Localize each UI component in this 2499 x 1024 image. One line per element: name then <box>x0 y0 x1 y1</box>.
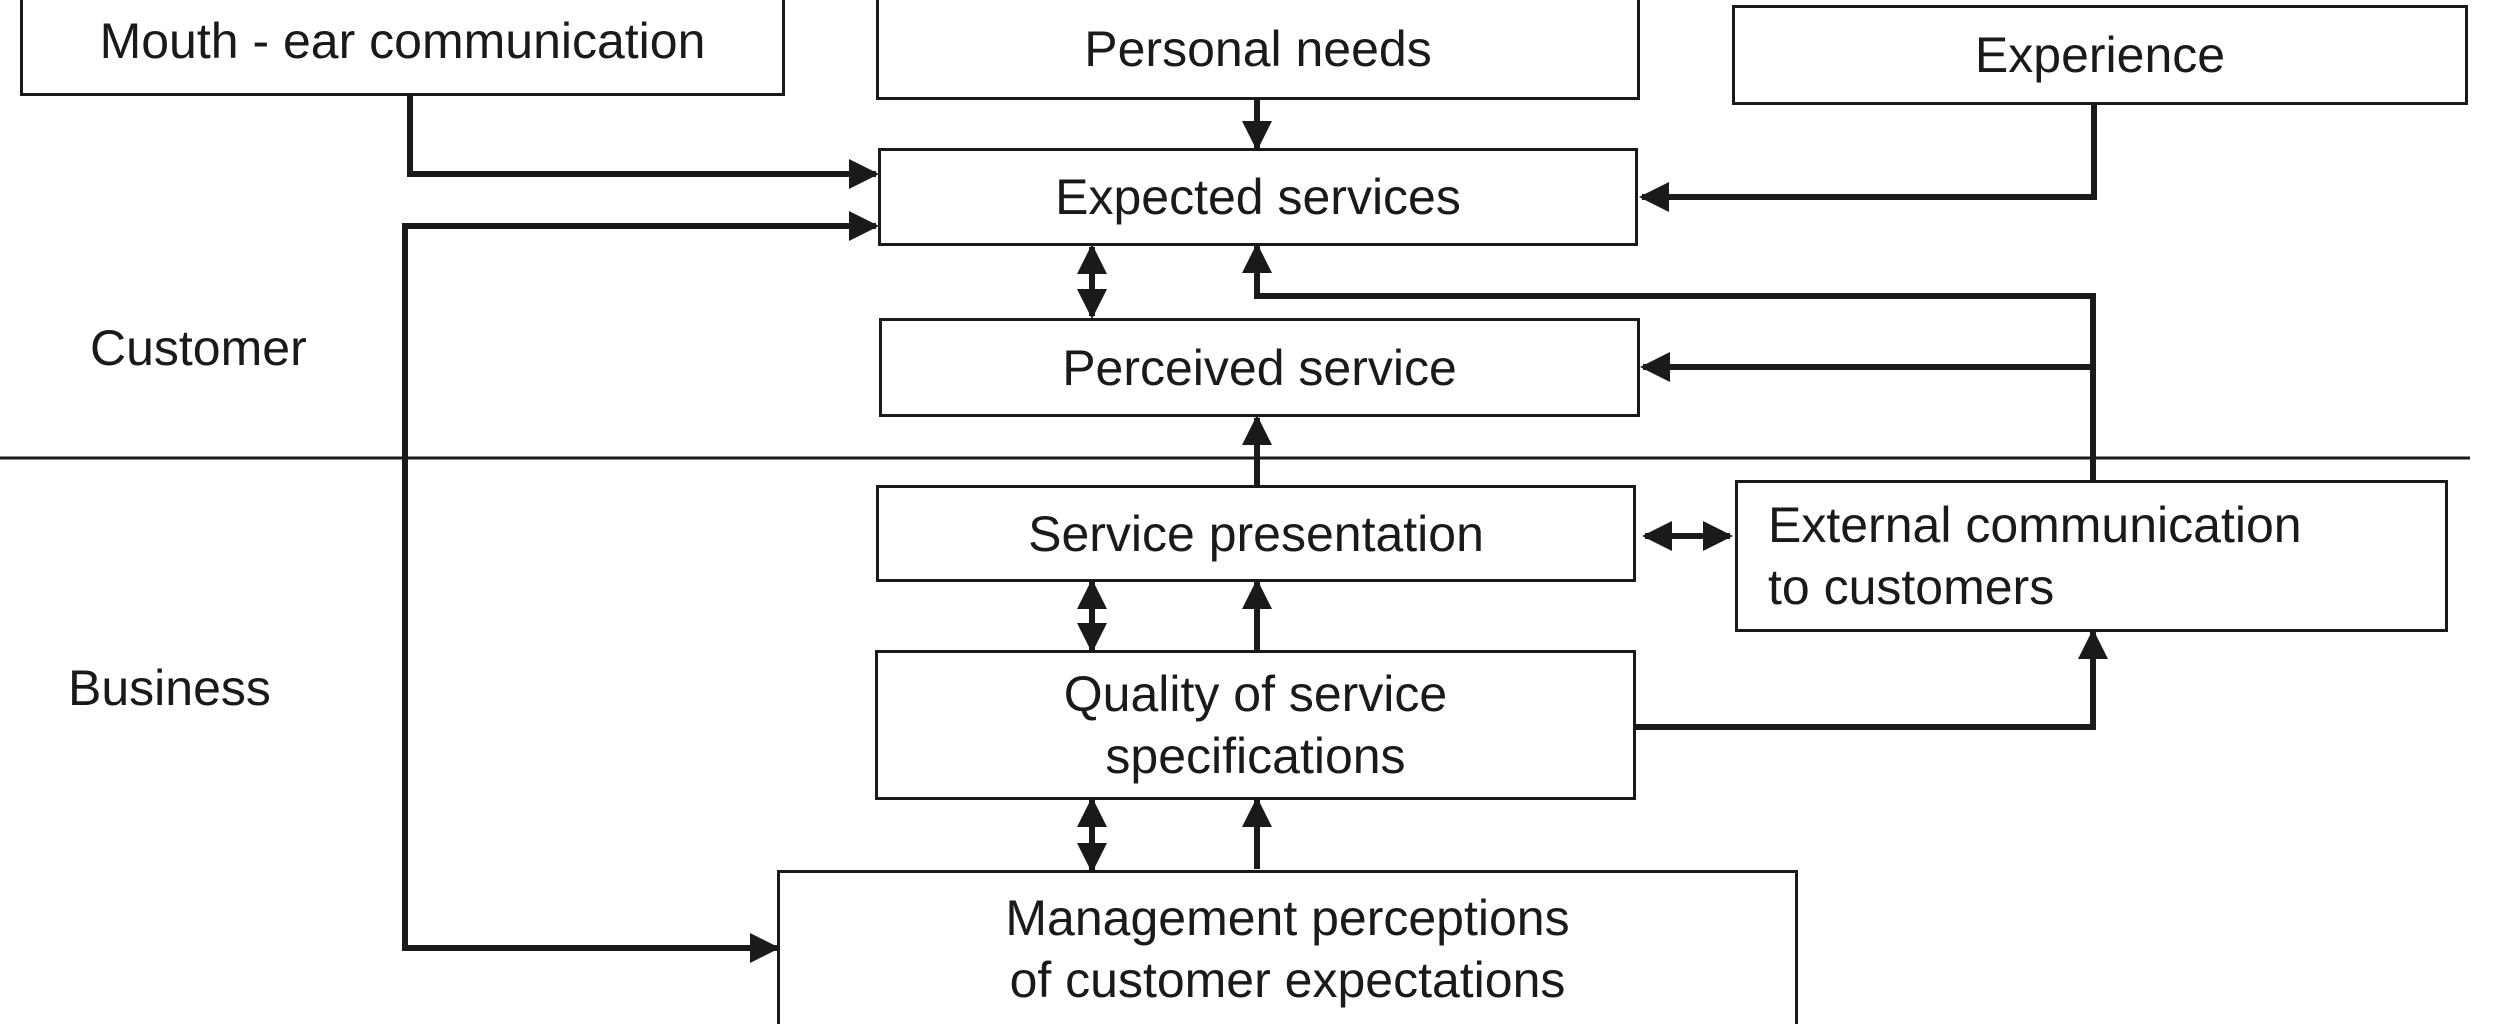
management-perceptions-line1: Management perceptions <box>1005 889 1570 946</box>
external-communication-line2: to customers <box>1768 559 2055 615</box>
arrow-experience-to-expected <box>1639 101 2097 212</box>
expected-services-box: Expected services <box>878 148 1638 246</box>
mouth-ear-communication-box: Mouth - ear communication <box>20 0 785 96</box>
experience-text: Experience <box>1974 27 2226 83</box>
personal-needs-text: Personal needs <box>1084 20 1432 77</box>
perceived-service-text: Perceived service <box>1062 339 1457 396</box>
management-perceptions-box: Management perceptions of customer expec… <box>777 870 1798 1024</box>
arrow-external-to-expected <box>1242 243 2096 480</box>
arrow-management-to-expected <box>402 211 879 963</box>
arrow-mouth-ear-to-expected <box>407 93 879 189</box>
quality-specifications-box: Quality of service specifications <box>875 650 1636 800</box>
personal-needs-box: Personal needs <box>876 0 1640 100</box>
management-perceptions-line2: of customer expectations <box>1009 951 1566 1008</box>
arrow-quality-to-external <box>1635 629 2108 730</box>
business-label: Business <box>68 660 271 716</box>
quality-specifications-line1: Quality of service <box>1063 666 1448 722</box>
quality-specifications-line2: specifications <box>1105 728 1406 784</box>
external-communication-line1: External communication <box>1768 497 2302 553</box>
service-presentation-text: Service presentation <box>1028 505 1484 562</box>
perceived-service-box: Perceived service <box>879 318 1640 417</box>
expected-services-text: Expected services <box>1055 169 1461 225</box>
mouth-ear-communication-text: Mouth - ear communication <box>99 13 706 69</box>
external-communication-box: External communication to customers <box>1735 480 2448 632</box>
customer-label: Customer <box>90 320 307 376</box>
experience-box: Experience <box>1732 5 2468 105</box>
service-presentation-box: Service presentation <box>876 485 1636 582</box>
